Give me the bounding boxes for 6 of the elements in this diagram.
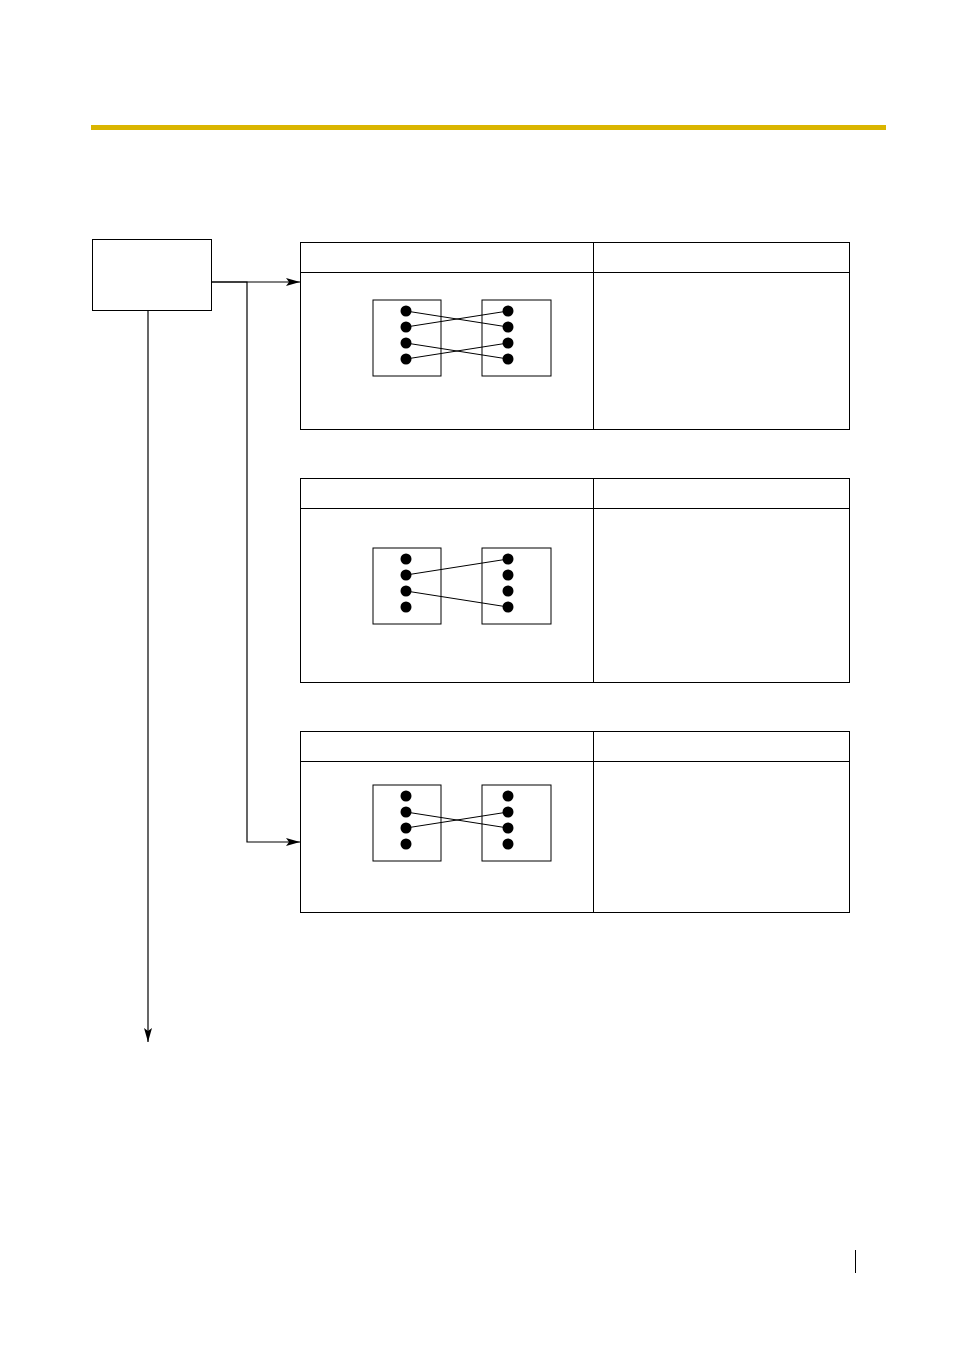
empty-table — [300, 242, 850, 430]
empty-table — [300, 478, 850, 683]
arrow — [211, 281, 301, 846]
arrow — [144, 310, 152, 1043]
empty-table — [300, 731, 850, 913]
process-box — [92, 239, 212, 311]
